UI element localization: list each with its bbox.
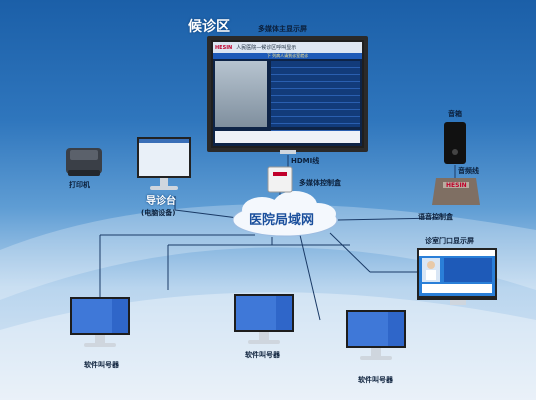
- hdmi-label: HDMI线: [291, 157, 320, 165]
- control-box-label: 多媒体控制盒: [299, 179, 341, 187]
- network-cloud: [232, 191, 338, 237]
- multimedia-control-box: [267, 166, 293, 193]
- caller-label: 软件叫号器: [245, 351, 280, 359]
- clinic-door-display: [417, 248, 497, 305]
- network-to-caller3-connector: [299, 234, 321, 321]
- screen-header: HESIN 人民医院—候诊区呼叫显示: [213, 42, 362, 53]
- desk-to-network-connector: [174, 209, 239, 219]
- printer-label: 打印机: [69, 181, 90, 189]
- queue-row: [271, 110, 360, 117]
- triage-desk-label: 导诊台: [146, 196, 176, 207]
- caller-pc-3: [346, 310, 406, 360]
- queue-row: [271, 103, 360, 110]
- swoosh-decoration: [0, 204, 536, 300]
- network-to-voice-connector: [337, 217, 441, 221]
- voice-box-logo: HESIN: [446, 182, 467, 189]
- queue-row: [271, 117, 360, 124]
- screen-queue-table: [271, 61, 360, 131]
- audio-cable-label: 音频线: [458, 167, 479, 175]
- voice-box-label: 语音控制盒: [418, 213, 453, 221]
- caller-label: 软件叫号器: [358, 376, 393, 384]
- screen-photo: [215, 61, 267, 127]
- queue-row: [271, 96, 360, 103]
- printer-device: [66, 148, 102, 176]
- connector-lines: [99, 155, 456, 321]
- speaker-label: 音箱: [448, 110, 462, 118]
- screen-header-text: 人民医院—候诊区呼叫显示: [236, 45, 297, 51]
- speaker-device: [444, 122, 466, 164]
- caller-pc-2: [234, 294, 294, 344]
- queue-row: [271, 124, 360, 131]
- main-display-screen: HESIN 人民医院—候诊区呼叫显示 下 列病人请到诊室就诊: [211, 40, 364, 148]
- caller-label: 软件叫号器: [84, 361, 119, 369]
- caller-pc-1: [70, 297, 130, 347]
- main-monitor-stand: [280, 150, 296, 154]
- voice-control-box: [432, 178, 480, 205]
- queue-row: [271, 68, 360, 75]
- screen-footer: [215, 131, 360, 143]
- queue-row: [271, 61, 360, 68]
- triage-desk-sublabel: (电脑设备): [141, 209, 176, 217]
- triage-desk-monitor: [137, 137, 191, 190]
- network-to-door-connector: [329, 232, 371, 273]
- queue-row: [271, 82, 360, 89]
- screen-logo: HESIN: [215, 44, 233, 51]
- waiting-area-title: 候诊区: [188, 19, 230, 35]
- queue-row: [271, 89, 360, 96]
- clinic-door-label: 诊室门口显示屏: [425, 237, 474, 245]
- queue-row: [271, 75, 360, 82]
- main-screen-label: 多媒体主显示屏: [258, 25, 307, 33]
- screen-body: [213, 59, 362, 131]
- screen-subheader: 下 列病人请到诊室就诊: [213, 53, 362, 59]
- network-label: 医院局域网: [249, 213, 315, 228]
